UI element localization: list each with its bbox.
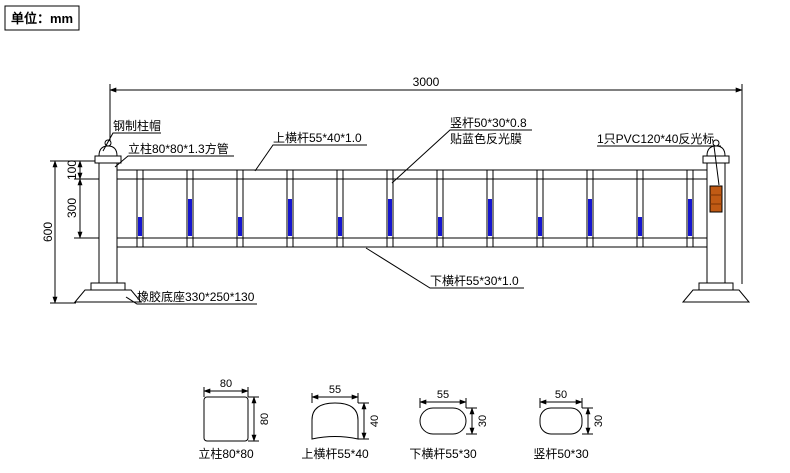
right-post-cap-dome: [706, 145, 726, 157]
unit-label-box: 单位：mm: [4, 5, 80, 31]
base-label: 橡胶底座330*250*130: [137, 289, 255, 304]
reflective-film: [138, 217, 142, 236]
section-top-rail-dim-side: 40: [369, 415, 381, 427]
section-post-shape: [203, 396, 249, 442]
vertical-bar: [436, 178, 444, 239]
section-vbar-label: 竖杆50*30: [533, 447, 589, 461]
unit-label: 单位：mm: [11, 11, 73, 26]
vertical-bar: [336, 178, 344, 239]
section-bottom-rail-dim-side: 30: [477, 415, 489, 427]
section-top-rail-dim-top: 55: [329, 384, 341, 396]
reflective-film: [238, 217, 242, 236]
section-vbar-dim-top: 50: [555, 389, 567, 401]
top-rail-label: 上横杆55*40*1.0: [273, 131, 362, 145]
section-vbar-dim-side: 30: [593, 415, 605, 427]
right-base-collar: [698, 282, 734, 291]
annotation-base: 橡胶底座330*250*130: [125, 289, 257, 305]
reflective-film: [388, 199, 392, 236]
vertical-bar: [486, 178, 494, 239]
section-top-rail-label: 上横杆55*40: [301, 447, 369, 461]
reflective-film: [588, 199, 592, 236]
vertical-bars: [136, 178, 694, 239]
dim-total-length-text: 3000: [413, 75, 440, 89]
left-base-skirt: [73, 289, 143, 303]
bottom-rail-label: 下横杆55*30*1.0: [430, 274, 519, 288]
vertical-bar: [636, 178, 644, 239]
annotation-cap: 钢制柱帽: [102, 118, 161, 152]
post-label: 立柱80*80*1.3方管: [128, 141, 229, 156]
left-post-cap-dome: [98, 145, 118, 157]
annotation-bottom-rail: 下横杆55*30*1.0: [365, 247, 524, 289]
left-post-cap-plate: [94, 155, 122, 164]
reflective-film: [688, 199, 692, 236]
vertical-bar: [136, 178, 144, 239]
section-vbar-shape: [539, 407, 583, 435]
unit-box-border: [4, 5, 80, 31]
reflective-film: [338, 217, 342, 236]
section-bottom-rail-dim-top: 55: [437, 389, 449, 401]
right-post-body: [706, 162, 726, 284]
vbar-label-line1: 竖杆50*30*0.8: [450, 116, 527, 130]
section-bottom-rail: 55 30 下横杆55*30: [409, 389, 489, 461]
bottom-rail: [116, 237, 708, 248]
right-base-skirt: [681, 289, 751, 303]
cap-label: 钢制柱帽: [113, 118, 161, 133]
vbar-label-line2: 贴蓝色反光膜: [450, 132, 522, 146]
vertical-bar: [536, 178, 544, 239]
pvc-reflector-marker: [709, 185, 723, 213]
section-bottom-rail-label: 下横杆55*30: [409, 447, 477, 461]
right-post: [681, 139, 751, 303]
left-post-body: [98, 162, 118, 284]
section-vbar: 50 30 竖杆50*30: [533, 389, 605, 461]
reflective-film: [188, 199, 192, 236]
section-post-label: 立柱80*80: [198, 446, 254, 461]
dim-left-heights: 600 300 100: [41, 160, 117, 304]
vertical-bar: [386, 178, 394, 239]
reflective-film: [638, 217, 642, 236]
dim-panel-height-text: 300: [65, 198, 79, 218]
dim-overall-height-text: 600: [41, 222, 55, 242]
vertical-bar: [236, 178, 244, 239]
reflective-film: [538, 217, 542, 236]
vertical-bar: [686, 178, 694, 239]
section-top-rail-shape: [311, 402, 359, 440]
top-rail-ticks: [136, 170, 694, 179]
section-post-dim-top: 80: [220, 378, 232, 390]
section-post: 80 80 立柱80*80: [198, 378, 271, 461]
dim-top-offset-text: 100: [65, 160, 79, 180]
left-base-collar: [90, 282, 126, 291]
section-post-dim-side: 80: [259, 413, 271, 425]
annotation-vertical-bar: 竖杆50*30*0.8 贴蓝色反光膜: [391, 116, 532, 184]
section-bottom-rail-shape: [419, 407, 467, 435]
section-top-rail: 55 40 上横杆55*40: [301, 384, 381, 461]
left-post: [73, 139, 143, 303]
reflective-film: [488, 199, 492, 236]
vertical-bar: [286, 178, 294, 239]
vertical-bar: [586, 178, 594, 239]
annotation-pvc: 1只PVC120*40反光标: [597, 132, 720, 186]
reflective-film: [288, 199, 292, 236]
annotation-post: 立柱80*80*1.3方管: [114, 141, 234, 168]
pvc-label: 1只PVC120*40反光标: [597, 132, 714, 146]
vertical-bar: [186, 178, 194, 239]
top-rail: [116, 169, 708, 180]
reflective-film: [438, 217, 442, 236]
bottom-rail-ticks: [136, 238, 694, 247]
annotation-top-rail: 上横杆55*40*1.0: [254, 131, 367, 172]
